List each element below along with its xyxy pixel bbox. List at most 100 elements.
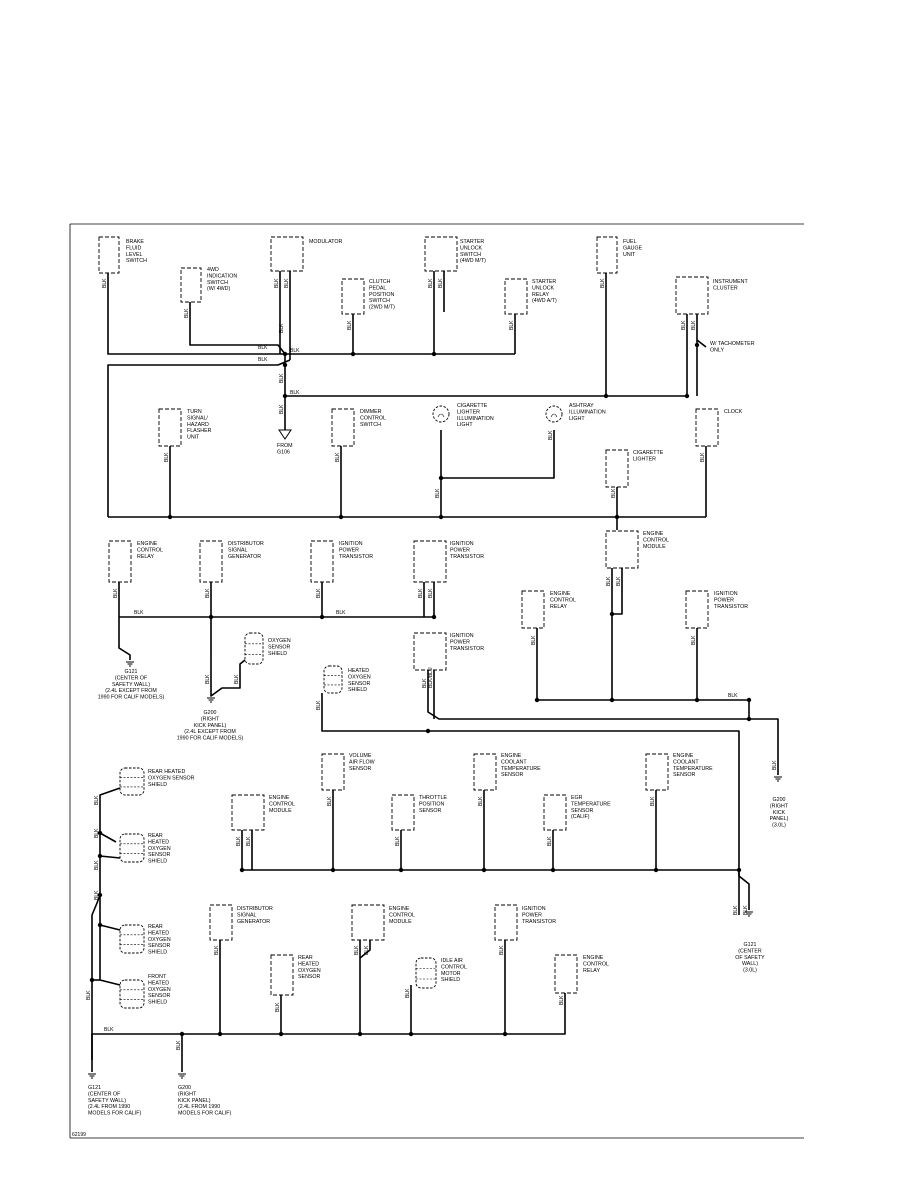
ground-symbol <box>178 1073 186 1079</box>
wire-color-label: BLK <box>354 945 360 955</box>
wire-color-label: BLK <box>184 308 190 318</box>
splice-dot <box>97 830 103 836</box>
splice-dot <box>431 614 437 620</box>
splice-dot <box>609 697 615 703</box>
ignition-power-transistor <box>413 540 447 583</box>
fuel-gauge-unit <box>596 236 618 274</box>
wire-color-label: BLK <box>134 610 144 616</box>
component-label: CLOCK <box>724 409 743 415</box>
wire-color-label: BLK <box>547 836 553 846</box>
splices <box>89 342 752 1037</box>
splice-dot <box>398 867 404 873</box>
splice-dot <box>425 728 431 734</box>
splice-dot <box>534 697 540 703</box>
splice-dot <box>481 867 487 873</box>
dimmer-control-switch <box>331 408 355 447</box>
wire-color-label: BLK <box>438 278 444 288</box>
splice-dot <box>97 853 103 859</box>
wire-color-label: BLK <box>650 796 656 806</box>
wire-color-label: BLK <box>611 488 617 498</box>
splice-dot <box>431 351 437 357</box>
wire-color-label: BLK <box>274 278 280 288</box>
wire-color-label: BLK <box>258 345 268 351</box>
wire-color-label: BLK <box>279 373 285 383</box>
rear-heated-oxygen-sensor-shield-1 <box>119 767 145 796</box>
throttle-position-sensor <box>391 794 415 831</box>
wire-color-label: BLK <box>478 796 484 806</box>
wire-color-label: BLK <box>214 945 220 955</box>
splice-dot <box>408 1031 414 1037</box>
component-label: MODULATOR <box>309 239 343 245</box>
engine-control-relay <box>108 540 132 583</box>
rear-heated-oxygen-sensor-shield <box>119 924 145 954</box>
wire-color-label: BLK <box>94 795 100 805</box>
splice-dot <box>502 1031 508 1037</box>
splice-dot <box>330 867 336 873</box>
rear-heated-oxygen-sensor-shield <box>119 833 145 863</box>
splice-dot <box>736 867 742 873</box>
wire-color-label: BLK <box>205 588 211 598</box>
turn-signal-hazard-flasher <box>158 408 182 447</box>
splice-dot <box>350 351 356 357</box>
splice-dot <box>653 867 659 873</box>
wire-color-label: BLK <box>176 1040 182 1050</box>
page-frame <box>69 223 804 1139</box>
wire-color-label: BLK <box>395 836 401 846</box>
wire-color-label: BLK <box>691 635 697 645</box>
starter-unlock-switch <box>424 236 458 272</box>
wire-color-label: BLK <box>606 576 612 586</box>
4wd-indication-switch <box>180 267 202 303</box>
wire-color-label: BLK <box>86 990 92 1000</box>
components <box>98 236 719 1009</box>
splice-dot <box>217 1031 223 1037</box>
splice-dot <box>694 697 700 703</box>
engine-control-module <box>351 904 385 941</box>
splice-dot <box>167 514 173 520</box>
engine-coolant-temperature-sensor <box>473 753 497 791</box>
wire-color-label: BLK <box>336 610 346 616</box>
clock <box>695 408 719 447</box>
wire-color-label: BLK <box>284 278 290 288</box>
oxygen-sensor-shield <box>244 632 264 665</box>
splice-dot <box>694 342 700 348</box>
wire-color-label: BLK <box>316 588 322 598</box>
starter-unlock-relay <box>504 278 528 315</box>
wire-color-label: BLK <box>290 390 300 396</box>
splice-dot <box>746 697 752 703</box>
distributor-signal-generator <box>199 540 223 583</box>
splice-dot <box>208 614 214 620</box>
splice-dot <box>89 977 95 983</box>
brake-fluid-level-switch <box>98 236 120 274</box>
wire-color-label: BLK <box>94 828 100 838</box>
engine-control-relay <box>554 954 578 994</box>
wire-color-label: BLK <box>600 278 606 288</box>
wire-color-label: BLK <box>435 488 441 498</box>
ashtray-illumination <box>545 405 563 423</box>
wires <box>91 270 779 1072</box>
engine-control-module <box>605 530 639 569</box>
splice-dot <box>614 514 620 520</box>
